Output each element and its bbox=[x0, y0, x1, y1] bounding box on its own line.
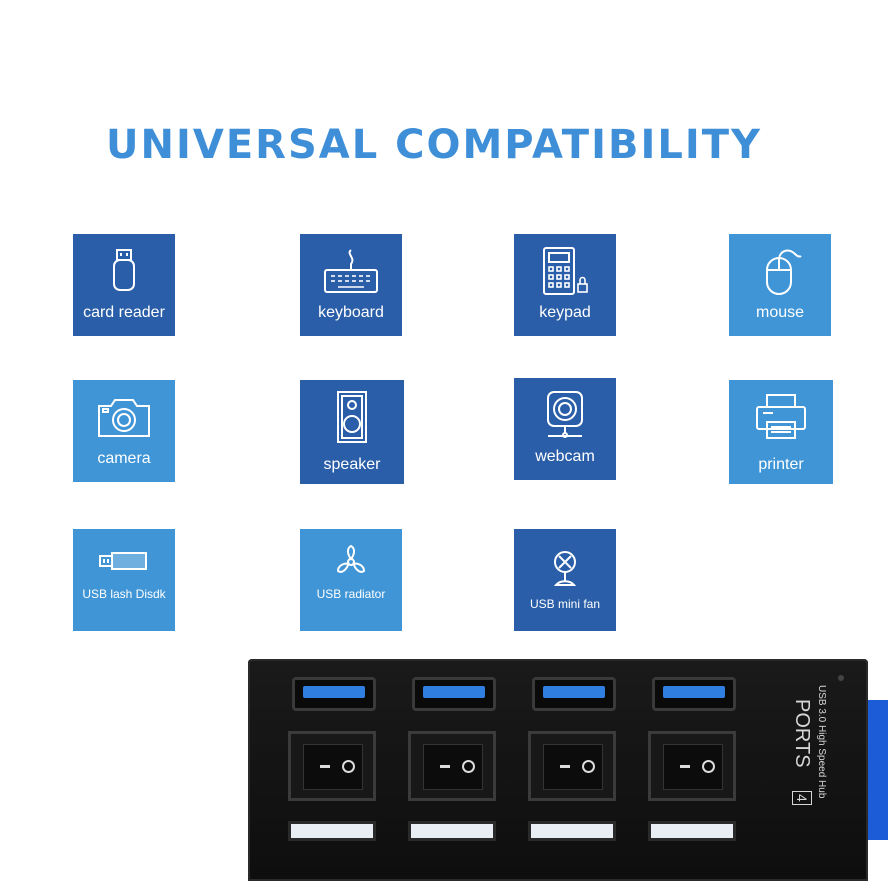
port-led-3 bbox=[528, 821, 616, 841]
camera-icon bbox=[73, 390, 175, 444]
tile-label: USB mini fan bbox=[529, 597, 601, 611]
hub-ports-label: PORTS bbox=[791, 699, 813, 768]
tile-label: camera bbox=[97, 450, 151, 467]
tile-usb-mini-fan: USB mini fan bbox=[514, 529, 616, 631]
page-title: UNIVERSAL COMPATIBILITY bbox=[106, 122, 762, 168]
tile-mouse: mouse bbox=[729, 234, 831, 336]
tile-webcam: webcam bbox=[514, 378, 616, 480]
tile-label: USB lash Disdk bbox=[82, 587, 166, 601]
tile-camera: camera bbox=[73, 380, 175, 482]
usb-flash-disk-icon bbox=[73, 541, 175, 581]
keypad-icon bbox=[514, 244, 616, 298]
hub-subtitle: USB 3.0 High Speed Hub bbox=[816, 685, 827, 799]
tile-label: keypad bbox=[539, 304, 591, 321]
tile-label: printer bbox=[758, 456, 804, 473]
port-switch-1 bbox=[288, 731, 376, 801]
port-led-4 bbox=[648, 821, 736, 841]
port-led-1 bbox=[288, 821, 376, 841]
usb-port-1 bbox=[292, 677, 376, 711]
mouse-icon bbox=[729, 244, 831, 298]
tile-label: USB radiator bbox=[316, 587, 386, 601]
usb-port-4 bbox=[652, 677, 736, 711]
tile-speaker: speaker bbox=[300, 380, 404, 484]
tile-printer: printer bbox=[729, 380, 833, 484]
tile-label: webcam bbox=[535, 448, 595, 465]
usb-port-3 bbox=[532, 677, 616, 711]
usb-card-reader-icon bbox=[73, 244, 175, 298]
usb-hub: 4 PORTS USB 3.0 High Speed Hub bbox=[248, 659, 868, 881]
fan-icon bbox=[300, 541, 402, 581]
tile-usb-flash-disk: USB lash Disdk bbox=[73, 529, 175, 631]
tile-label: keyboard bbox=[318, 304, 384, 321]
port-led-2 bbox=[408, 821, 496, 841]
speaker-icon bbox=[300, 390, 404, 444]
usb-port-2 bbox=[412, 677, 496, 711]
hub-branding: 4 PORTS USB 3.0 High Speed Hub bbox=[788, 679, 848, 819]
tile-label: card reader bbox=[83, 304, 165, 321]
keyboard-icon bbox=[300, 244, 402, 298]
port-switch-3 bbox=[528, 731, 616, 801]
tile-card-reader: card reader bbox=[73, 234, 175, 336]
tile-keyboard: keyboard bbox=[300, 234, 402, 336]
tile-label: mouse bbox=[755, 304, 805, 321]
tile-usb-radiator: USB radiator bbox=[300, 529, 402, 631]
mini-fan-icon bbox=[514, 549, 616, 589]
power-indicator bbox=[838, 675, 844, 681]
port-switch-4 bbox=[648, 731, 736, 801]
tile-keypad: keypad bbox=[514, 234, 616, 336]
webcam-icon bbox=[514, 388, 616, 442]
tile-label: speaker bbox=[323, 456, 381, 473]
hub-ports-count: 4 bbox=[792, 791, 812, 805]
port-switch-2 bbox=[408, 731, 496, 801]
printer-icon bbox=[729, 390, 833, 444]
